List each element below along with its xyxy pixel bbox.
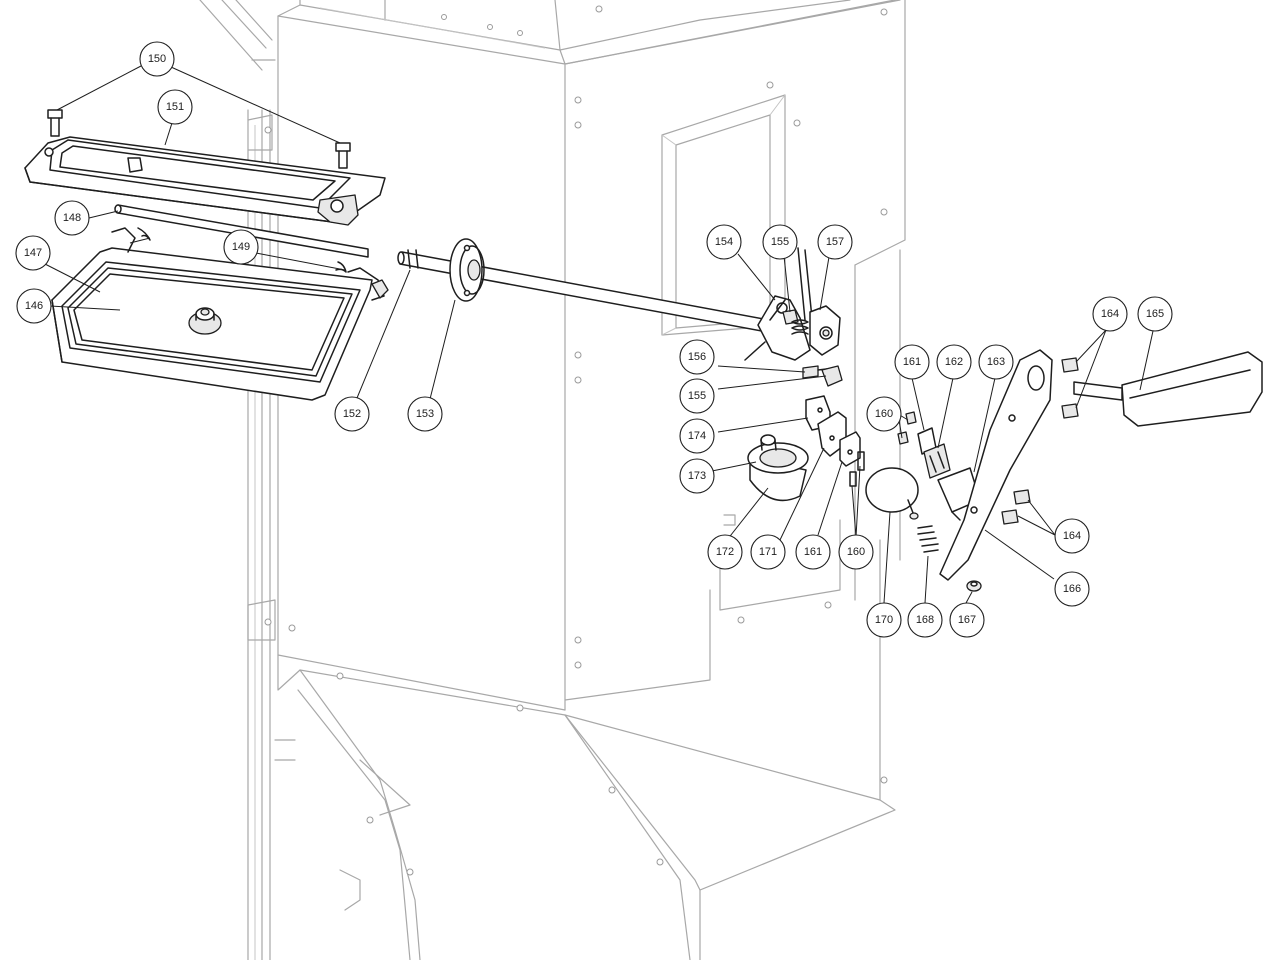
callout-166: 166 [1054,571,1090,607]
callout-172: 172 [707,534,743,570]
part-162-block [923,443,951,479]
callout-162: 162 [936,344,972,380]
callout-168: 168 [907,602,943,638]
callout-149: 149 [223,229,259,265]
callout-152: 152 [334,396,370,432]
svg-text:147: 147 [24,247,42,259]
callout-171: 171 [750,534,786,570]
svg-text:148: 148 [63,212,81,224]
callout-170: 170 [866,602,902,638]
callout-160-upper: 160 [866,396,902,432]
part-155-nut [782,309,799,325]
svg-text:157: 157 [826,236,844,248]
part-161-small-plates [839,431,861,467]
callout-164-upper: 164 [1092,296,1128,332]
svg-text:155: 155 [688,390,706,402]
callout-164-lower: 164 [1054,518,1090,554]
part-170-disc [865,467,919,520]
svg-text:155: 155 [771,236,789,248]
callout-156: 156 [679,339,715,375]
svg-text:146: 146 [25,300,43,312]
part-165-handle [1073,351,1263,427]
callout-157: 157 [817,224,853,260]
svg-text:161: 161 [804,546,822,558]
svg-text:160: 160 [875,408,893,420]
svg-text:172: 172 [716,546,734,558]
part-154-cam-plate [744,295,811,361]
svg-text:152: 152 [343,408,361,420]
part-147-door-gasket [51,227,389,401]
svg-text:170: 170 [875,614,893,626]
callout-balloons: 150 151 148 147 149 146 152 153 154 155 … [15,41,1173,638]
part-155-lower-nut [821,365,843,387]
part-172-cylinder [747,442,809,502]
callout-148: 148 [54,200,90,236]
callout-161-lower: 161 [795,534,831,570]
callout-155-upper: 155 [762,224,798,260]
svg-text:160: 160 [847,546,865,558]
svg-text:171: 171 [759,546,777,558]
part-157-spring-cam [791,247,841,356]
callout-154: 154 [706,224,742,260]
callout-161-upper: 161 [894,344,930,380]
svg-text:163: 163 [987,356,1005,368]
part-160-screws-upper [897,411,917,445]
callout-163: 163 [978,344,1014,380]
svg-text:156: 156 [688,351,706,363]
svg-text:149: 149 [232,241,250,253]
part-173-pin [760,434,777,451]
svg-text:154: 154 [715,236,733,248]
callout-160-lower: 160 [838,534,874,570]
part-160-screws-lower [849,451,865,487]
callout-151: 151 [157,89,193,125]
svg-text:166: 166 [1063,583,1081,595]
callout-150: 150 [139,41,175,77]
callout-147: 147 [15,235,51,271]
svg-text:161: 161 [903,356,921,368]
part-153-flange [449,238,485,302]
callout-165: 165 [1137,296,1173,332]
housing-holes [264,5,888,876]
callout-174: 174 [679,418,715,454]
leader-lines [44,65,1154,604]
svg-text:167: 167 [958,614,976,626]
part-151-lid-frame [24,136,386,226]
svg-text:174: 174 [688,430,706,442]
svg-text:173: 173 [688,470,706,482]
part-164-bolts [1001,357,1079,525]
callout-146: 146 [16,288,52,324]
callout-167: 167 [949,602,985,638]
part-167-nut [966,580,982,592]
svg-text:150: 150 [148,53,166,65]
svg-text:162: 162 [945,356,963,368]
svg-text:164: 164 [1101,308,1119,320]
svg-text:168: 168 [916,614,934,626]
svg-text:165: 165 [1146,308,1164,320]
svg-text:164: 164 [1063,530,1081,542]
callout-153: 153 [407,396,443,432]
svg-text:153: 153 [416,408,434,420]
callout-173: 173 [679,458,715,494]
part-166-lever-arm [939,349,1053,581]
part-146-knob [188,307,222,335]
part-168-spring [917,525,939,553]
svg-text:151: 151 [166,101,184,113]
callout-155-lower: 155 [679,378,715,414]
